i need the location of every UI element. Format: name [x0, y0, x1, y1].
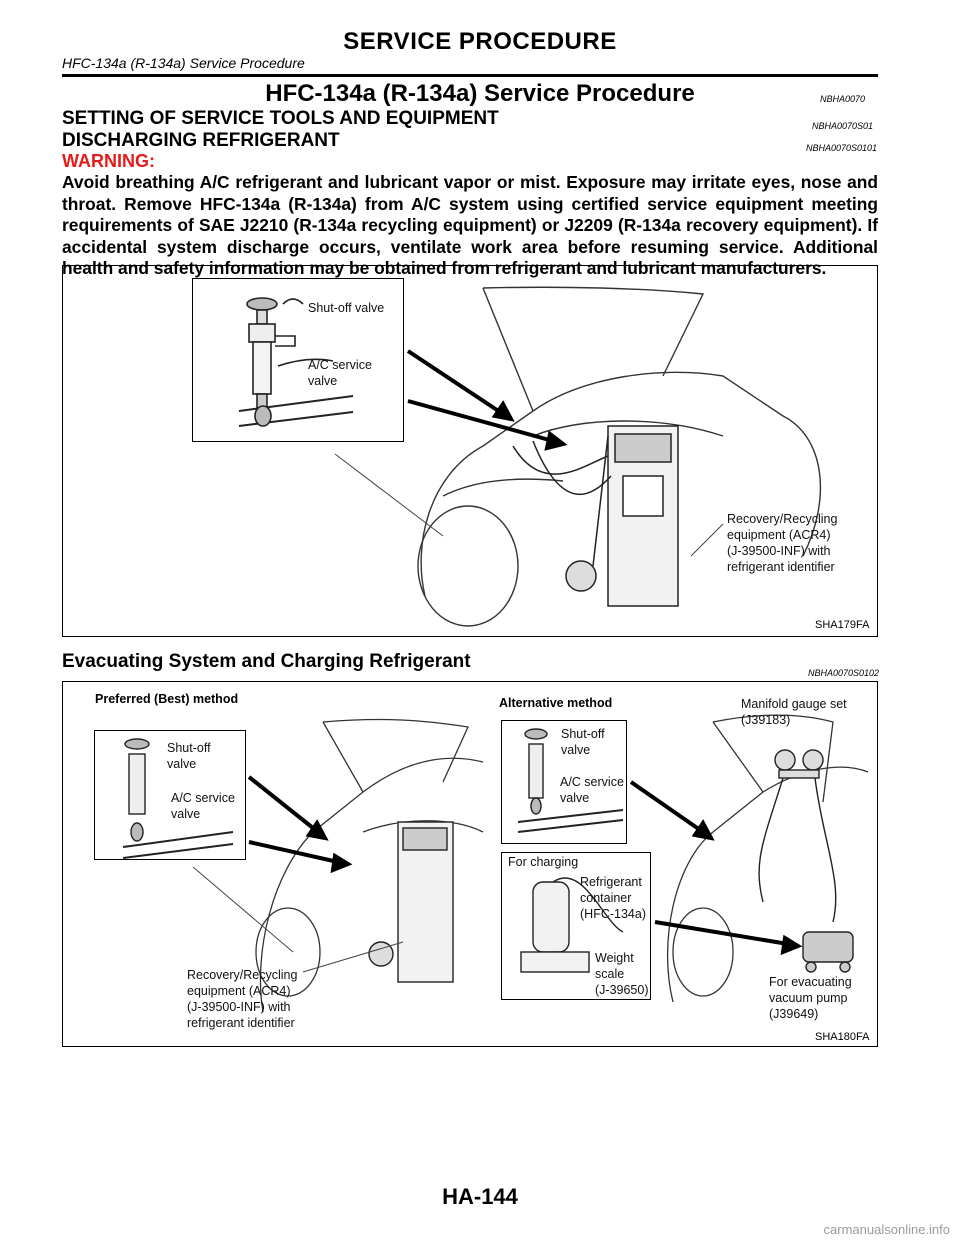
label-for-charging: For charging	[508, 855, 579, 869]
label-ac-service-valve-right: A/C service valve	[560, 775, 624, 805]
label-refrigerant-container: Refrigerant container (HFC-134a)	[580, 875, 646, 921]
running-header-title: SERVICE PROCEDURE	[343, 28, 617, 55]
label-recovery-equipment: Recovery/Recycling equipment (ACR4) (J-3…	[727, 512, 838, 574]
discharging-code: NBHA0070S0101	[806, 143, 878, 153]
section-code: NBHA0070	[820, 94, 866, 104]
inset-left-valve	[94, 730, 246, 860]
running-header-subtitle: HFC-134a (R-134a) Service Procedure	[62, 55, 305, 71]
label-ac-service-valve-left: A/C service valve	[171, 791, 235, 821]
label-weight-scale: Weight scale (J-39650)	[595, 951, 649, 997]
warning-label: WARNING:	[62, 151, 155, 171]
label-shutoff-valve-right: Shut-off valve	[561, 727, 605, 757]
figure-evacuating: Preferred (Best) method Alternative meth…	[62, 681, 878, 1047]
inset-right-valve	[501, 720, 627, 844]
figure-id: SHA179FA	[815, 619, 870, 631]
figure-discharging: Shut-off valve A/C service valve Recover…	[62, 265, 878, 637]
car-recovery-illustration	[238, 286, 822, 627]
label-shutoff-valve: Shut-off valve	[308, 301, 385, 315]
section-title: HFC-134a (R-134a) Service Procedure	[265, 80, 695, 107]
label-alternative-method: Alternative method	[499, 696, 613, 710]
inset-valve-detail	[192, 278, 404, 442]
evacuating-code: NBHA0070S0102	[808, 668, 880, 678]
label-preferred-method: Preferred (Best) method	[95, 692, 239, 706]
label-ac-service-valve: A/C service valve	[308, 358, 372, 388]
subsection-code: NBHA0070S01	[812, 121, 874, 131]
label-vacuum-pump: For evacuating vacuum pump (J39649)	[769, 975, 852, 1021]
evacuation-illustration	[122, 714, 869, 1013]
inset-charging	[501, 852, 651, 1000]
label-manifold-gauge-set: Manifold gauge set (J39183)	[741, 697, 847, 727]
header-divider	[62, 74, 878, 77]
warning-text: Avoid breathing A/C refrigerant and lubr…	[62, 172, 878, 278]
label-shutoff-valve-left: Shut-off valve	[167, 741, 211, 771]
subsection-title: SETTING OF SERVICE TOOLS AND EQUIPMENT	[62, 108, 499, 129]
label-recovery-equipment-left: Recovery/Recycling equipment (ACR4) (J-3…	[187, 968, 298, 1030]
watermark: carmanualsonline.info	[823, 1222, 950, 1237]
evacuating-title: Evacuating System and Charging Refrigera…	[62, 651, 471, 672]
page-number: HA-144	[442, 1184, 518, 1209]
figure-id-2: SHA180FA	[815, 1031, 870, 1043]
discharging-title: DISCHARGING REFRIGERANT	[62, 130, 340, 151]
